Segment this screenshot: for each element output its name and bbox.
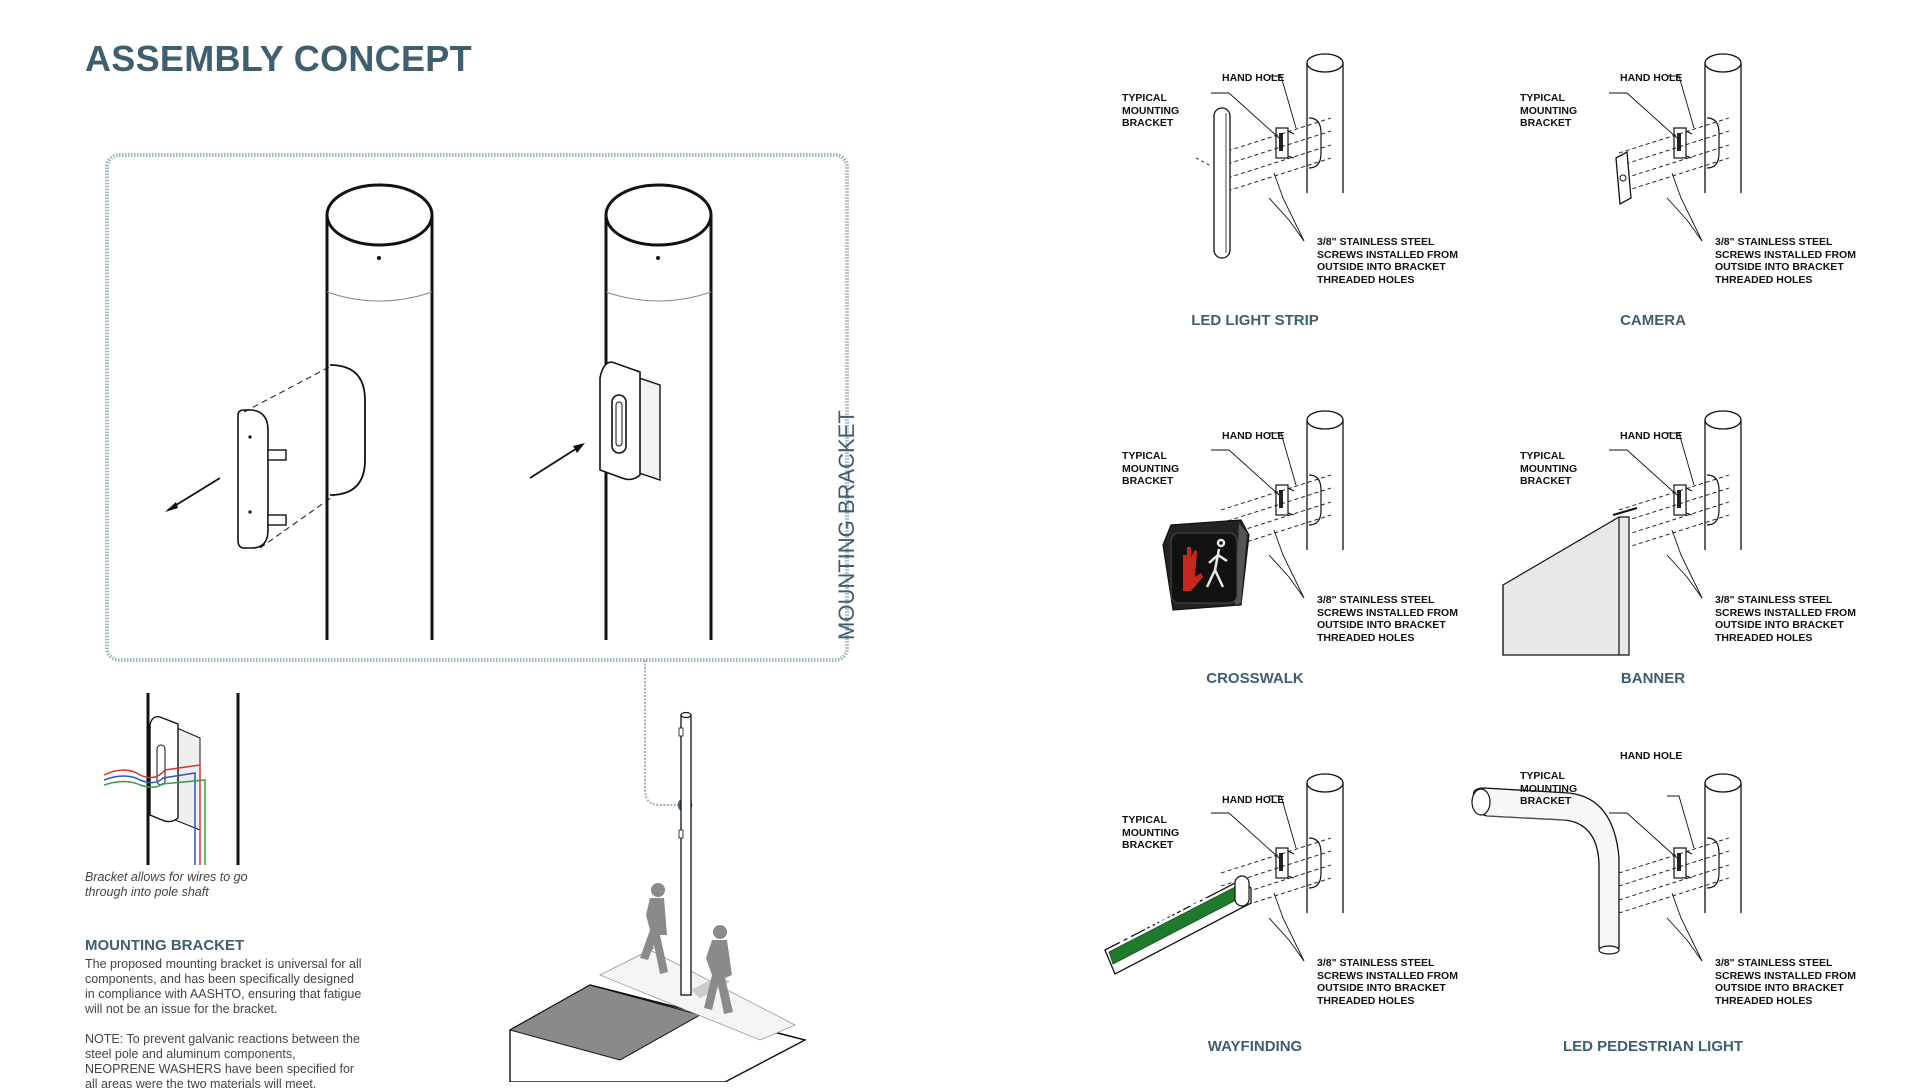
detail-led-pedestrian-light — [1471, 773, 1742, 962]
label-led-light-strip: LED LIGHT STRIP — [1191, 312, 1319, 329]
detail-crosswalk — [1162, 410, 1344, 611]
page-title: ASSEMBLY CONCEPT — [85, 38, 472, 79]
mounting-bracket-note: NOTE: To prevent galvanic reactions betw… — [85, 1032, 360, 1091]
label-camera: CAMERA — [1620, 312, 1686, 329]
mounting-bracket-heading: MOUNTING BRACKET — [85, 937, 245, 954]
hand-hole-annotation: HAND HOLE — [1222, 72, 1285, 84]
screws-annotation: 3/8" STAINLESS STEEL SCREWS INSTALLED FR… — [1715, 957, 1856, 1007]
mounting-bracket-body: The proposed mounting bracket is univers… — [85, 957, 362, 1016]
screws-annotation: 3/8" STAINLESS STEEL SCREWS INSTALLED FR… — [1317, 594, 1458, 644]
hand-hole-annotation: HAND HOLE — [1222, 794, 1285, 806]
panel-label: MOUNTING BRACKET — [834, 410, 859, 640]
label-crosswalk: CROSSWALK — [1206, 670, 1304, 687]
hand-hole-annotation: HAND HOLE — [1620, 430, 1683, 442]
crosswalk-hand-icon — [1183, 547, 1203, 591]
detail-banner — [1502, 410, 1742, 656]
screws-annotation: 3/8" STAINLESS STEEL SCREWS INSTALLED FR… — [1715, 594, 1856, 644]
mounting-annotation: TYPICAL MOUNTING BRACKET — [1122, 92, 1180, 129]
hand-hole-annotation: HAND HOLE — [1620, 750, 1683, 762]
label-banner: BANNER — [1620, 670, 1686, 687]
mounting-annotation: TYPICAL MOUNTING BRACKET — [1122, 814, 1180, 851]
panel-border — [105, 153, 849, 662]
screws-annotation: 3/8" STAINLESS STEEL SCREWS INSTALLED FR… — [1317, 236, 1458, 286]
label-wayfinding: WAYFINDING — [1207, 1038, 1303, 1055]
detail-camera — [1608, 53, 1742, 242]
mounting-annotation: TYPICAL MOUNTING BRACKET — [1520, 450, 1578, 487]
pole-exploded-view — [165, 183, 434, 640]
hand-hole-annotation: HAND HOLE — [1222, 430, 1285, 442]
wire-caption: Bracket allows for wires to go through i… — [85, 870, 248, 899]
detail-wayfinding — [1104, 773, 1344, 975]
label-led-pedestrian-light: LED PEDESTRIAN LIGHT — [1562, 1038, 1743, 1055]
detail-led-light-strip — [1195, 53, 1344, 259]
wire-detail — [103, 693, 240, 865]
mounting-annotation: TYPICAL MOUNTING BRACKET — [1520, 770, 1578, 807]
hand-hole-annotation: HAND HOLE — [1620, 72, 1683, 84]
walk-person-icon — [1205, 538, 1228, 588]
screws-annotation: 3/8" STAINLESS STEEL SCREWS INSTALLED FR… — [1317, 957, 1458, 1007]
mounting-annotation: TYPICAL MOUNTING BRACKET — [1122, 450, 1180, 487]
pole-assembled-view — [529, 183, 713, 640]
street-scene — [508, 711, 807, 1082]
screws-annotation: 3/8" STAINLESS STEEL SCREWS INSTALLED FR… — [1715, 236, 1856, 286]
mounting-annotation: TYPICAL MOUNTING BRACKET — [1520, 92, 1578, 129]
